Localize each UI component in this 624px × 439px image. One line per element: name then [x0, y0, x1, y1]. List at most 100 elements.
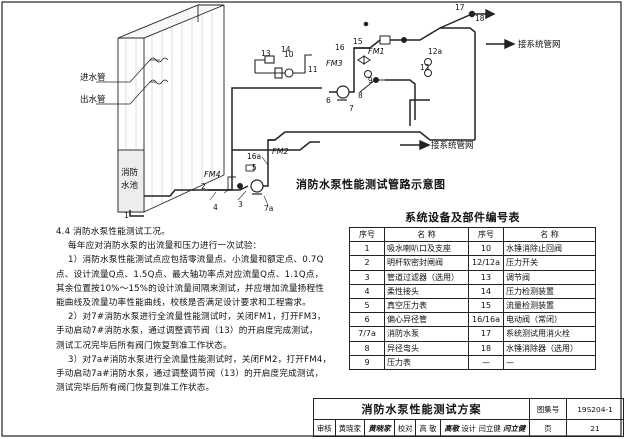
table-cell: 2	[349, 255, 385, 271]
table-row: 9 压力表 — —	[349, 354, 596, 370]
label-13: 13	[261, 49, 271, 58]
table-cell: 偏心异径管	[384, 312, 469, 328]
label-9: 9	[368, 76, 373, 85]
notes-line: 每年应对消防水泵的出流量和压力进行一次试验：	[68, 241, 262, 252]
label-fm1: FM1	[368, 47, 385, 56]
label-16: 16	[335, 43, 345, 52]
hammer-arrester-18	[439, 8, 496, 29]
label-18: 18	[475, 14, 485, 23]
notes-line: 其余位置按10%～15%的设计流量间隔来测试，并应增加流量扬程性	[56, 283, 325, 294]
notes-line: 2）对7#消防水泵进行全流量性能测试时，关闭FM1，打开FM3，	[68, 312, 326, 323]
table-cell: 13	[468, 269, 504, 285]
label-7a: 7a	[264, 204, 273, 213]
label-1: 1	[124, 211, 129, 220]
checker-name: 高 敬	[415, 419, 441, 437]
table-cell: 7/7a	[349, 326, 385, 342]
table-cell: 16/16a	[468, 312, 504, 328]
table-cell: 异径弯头	[384, 340, 469, 356]
label-fm2: FM2	[272, 147, 289, 156]
label-15: 15	[353, 37, 363, 46]
table-header: 名 称	[503, 226, 596, 243]
label-fm4: FM4	[204, 170, 221, 179]
table-cell: 柔性接头	[384, 283, 469, 299]
table-cell: 12/12a	[468, 255, 504, 271]
table-cell: 1	[349, 241, 385, 257]
table-row: 6 偏心异径管 16/16a 电动阀（常闭）	[349, 312, 596, 328]
table-cell: 吸水喇叭口及支座	[384, 241, 469, 257]
table-cell: 4	[349, 283, 385, 299]
check-label: 校对	[393, 419, 417, 437]
page-number: 21	[566, 419, 624, 437]
table-cell: 水锤消除器（选用）	[503, 340, 596, 356]
label-7: 7	[349, 104, 354, 113]
sheet-title: 消防水泵性能测试方案	[313, 398, 530, 420]
reviewer-name: 黄晓家	[334, 419, 366, 437]
system-arrow-top	[486, 38, 516, 50]
table-row: 1 吸水喇叭口及支座 10 水锤消除止回阀	[349, 241, 596, 257]
table-cell: 电动阀（常闭）	[503, 312, 596, 328]
pump-set-7a-detail	[227, 164, 255, 190]
table-cell: 17	[468, 326, 504, 342]
table-cell: 14	[468, 283, 504, 299]
label-outlet: 出水管	[80, 94, 106, 105]
pressure-switch-12a	[424, 58, 432, 77]
page-label: 页	[529, 419, 567, 437]
test-return-line	[232, 99, 430, 151]
table-header: 序号	[468, 226, 504, 243]
table-cell: 管道过滤器（选用）	[384, 269, 469, 285]
pipe-leaders	[96, 59, 160, 105]
review-label: 审核	[313, 419, 336, 437]
table-cell: —	[503, 354, 596, 370]
table-cell: 9	[349, 354, 385, 370]
label-5: 5	[252, 163, 257, 172]
table-cell: 压力表	[384, 354, 469, 370]
test-notes: 4.4 消防水泵性能测试工况。 每年应对消防水泵的出流量和压力进行一次试验： 1…	[56, 225, 346, 395]
label-8: 8	[358, 91, 363, 100]
title-block: 消防水泵性能测试方案 图集号 19S204-1 审核 黄晓家 黄晓家 校对 高 …	[313, 398, 624, 437]
label-2: 2	[201, 182, 206, 191]
table-row: 8 异径弯头 18 水锤消除器（选用）	[349, 340, 596, 356]
label-6: 6	[326, 96, 331, 105]
leader-lines	[209, 156, 269, 206]
pump-set-7-small	[254, 54, 312, 79]
table-cell: 调节阀	[503, 269, 596, 285]
legend-title: 系统设备及部件编号表	[405, 211, 520, 224]
notes-line: 测试完毕后所有阀门恢复到准工作状态。	[56, 383, 215, 394]
table-row: 2 明杆软密封闸阀 12/12a 压力开关	[349, 255, 596, 271]
label-4: 4	[213, 203, 218, 212]
table-cell: 3	[349, 269, 385, 285]
table-cell: 10	[468, 241, 504, 257]
atlas-label: 图集号	[529, 398, 567, 420]
table-header: 序号	[349, 226, 385, 243]
atlas-number: 19S204-1	[566, 398, 624, 420]
notes-line: 3）对7a#消防水泵进行全流量性能测试时，关闭FM2，打开FM4，	[68, 354, 332, 365]
notes-heading: 4.4 消防水泵性能测试工况。	[56, 227, 170, 237]
label-pool-2: 水池	[121, 180, 139, 191]
table-cell: 流量检测装置	[503, 297, 596, 314]
notes-line: 手动启动7#消防水泵，通过调整调节阀（13）的开启度完成测试，	[56, 326, 318, 337]
table-row: 3 管道过滤器（选用） 13 调节阀	[349, 269, 596, 285]
reviewer-signature: 黄晓家	[364, 419, 395, 437]
label-pool-1: 消防	[121, 167, 139, 178]
table-cell: 压力检测装置	[503, 283, 596, 299]
notes-line: 手动启动7a#消防水泵，通过调整调节阀（13）的开启度完成测试，	[56, 369, 324, 380]
system-arrow-mid	[400, 139, 431, 151]
label-system-top: 接系统管网	[518, 39, 561, 50]
table-header: 名 称	[384, 226, 469, 243]
designer-name: 闫立健	[478, 423, 501, 433]
table-header-row: 序号 名 称 序号 名 称	[349, 226, 596, 243]
table-cell: 8	[349, 340, 385, 356]
notes-line: 1）消防水泵性能测试点应包括零流量点、小流量和额定点、0.7Q	[68, 255, 324, 266]
table-row: 4 柔性接头 14 压力检测装置	[349, 283, 596, 299]
table-cell: 系统测试用消火栓	[503, 326, 596, 342]
label-inlet: 进水管	[80, 72, 106, 83]
label-16a: 16a	[247, 152, 261, 161]
notes-line: 能曲线及流量功率性能曲线，校核是否满足设计要求和工程需求。	[56, 298, 312, 309]
label-10: 10	[284, 50, 294, 59]
diagram-title: 消防水泵性能测试管路示意图	[296, 178, 446, 191]
table-cell: —	[468, 354, 504, 370]
checker-signature: 高敬	[444, 423, 460, 433]
label-12: 12	[420, 63, 430, 72]
table-cell: 真空压力表	[384, 297, 469, 314]
